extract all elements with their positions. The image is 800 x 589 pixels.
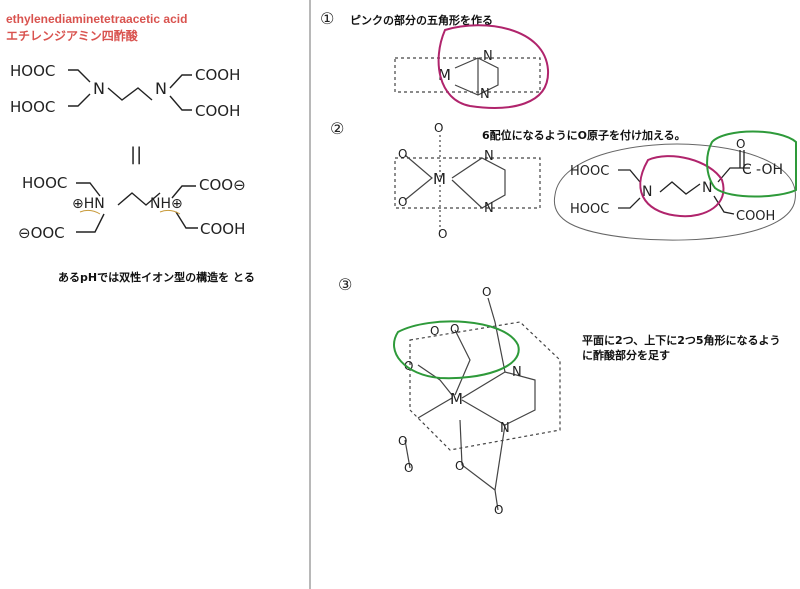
nitrogen-atom: N bbox=[702, 180, 712, 196]
hooc-bottom-left: HOOC bbox=[10, 98, 55, 116]
carbonyl bbox=[494, 489, 499, 511]
bond bbox=[487, 297, 506, 373]
carboxyl-carbon: C bbox=[742, 162, 752, 178]
coo-minus: COO⊖ bbox=[199, 176, 246, 194]
oxygen-atom: O bbox=[430, 324, 439, 338]
bond bbox=[68, 69, 91, 83]
hn-plus: ⊕HN bbox=[72, 196, 105, 212]
edta-zwitterion-structure bbox=[76, 182, 198, 233]
nitrogen-atom: N bbox=[484, 149, 494, 164]
step3-caption-line2: に酢酸部分を足す bbox=[582, 349, 670, 362]
step1-number: ① bbox=[320, 9, 334, 28]
nitrogen-atom: N bbox=[642, 184, 652, 200]
nitrogen-left: N bbox=[93, 79, 105, 98]
green-highlight-ring bbox=[706, 130, 797, 198]
bond bbox=[618, 197, 641, 209]
nitrogen-atom: N bbox=[484, 201, 494, 216]
bond bbox=[169, 95, 192, 111]
hooc-zwitter: HOOC bbox=[22, 174, 67, 192]
hooc-label: HOOC bbox=[570, 202, 609, 217]
bond bbox=[68, 93, 91, 107]
ethylene-bridge bbox=[107, 87, 153, 101]
nitrogen-atom: N bbox=[500, 421, 510, 436]
step1-caption: ピンクの部分の五角形を作る bbox=[350, 14, 493, 27]
minus-ooc: ⊖OOC bbox=[18, 224, 65, 242]
metal-atom: M bbox=[450, 390, 463, 408]
title-japanese: エチレンジアミン四酢酸 bbox=[6, 29, 138, 43]
bond bbox=[618, 169, 641, 183]
step2-caption: 6配位になるようにO原子を付け加える。 bbox=[482, 129, 686, 142]
oxygen-atom: O bbox=[482, 285, 491, 299]
step2-octahedron bbox=[394, 135, 541, 232]
step2-number: ② bbox=[330, 119, 344, 138]
highlight-squiggle bbox=[159, 209, 181, 215]
step1-diagram bbox=[394, 57, 541, 96]
oxygen-atom: O bbox=[455, 459, 464, 473]
zwitterion-caption: あるpHでは双性イオン型の構造を とる bbox=[58, 271, 255, 284]
hooc-top-left: HOOC bbox=[10, 62, 55, 80]
bond bbox=[404, 154, 433, 201]
oxygen-atom: O bbox=[434, 121, 443, 135]
edta-neutral-structure bbox=[68, 69, 192, 111]
pink-highlight-ring bbox=[639, 155, 725, 218]
step3-complex bbox=[404, 297, 561, 511]
bond bbox=[76, 213, 105, 233]
oxygen-atom: O bbox=[398, 195, 407, 209]
cooh-zwitter: COOH bbox=[200, 220, 245, 238]
ethylene-bridge bbox=[659, 181, 701, 195]
oxygen-atom: O bbox=[404, 461, 413, 475]
equals-sign: || bbox=[130, 144, 142, 165]
chelate-ring bbox=[461, 371, 536, 426]
pink-highlight-ring bbox=[437, 24, 550, 109]
bond bbox=[417, 397, 453, 419]
cooh-top-right: COOH bbox=[195, 66, 240, 84]
nitrogen-atom: N bbox=[512, 365, 522, 380]
hooc-label: HOOC bbox=[570, 164, 609, 179]
edta-outline bbox=[553, 143, 796, 241]
oxygen-atom: O bbox=[398, 147, 407, 161]
green-highlight-ring bbox=[393, 320, 520, 380]
bond bbox=[171, 185, 196, 199]
bond bbox=[717, 167, 750, 183]
cooh-label: COOH bbox=[736, 209, 775, 224]
oxygen-atom: O bbox=[450, 322, 459, 336]
cooh-bottom-right: COOH bbox=[195, 102, 240, 120]
oxygen-atom: O bbox=[438, 227, 447, 241]
step3-number: ③ bbox=[338, 275, 352, 294]
bond bbox=[417, 364, 453, 396]
bond bbox=[169, 74, 192, 89]
chelate-ring bbox=[454, 57, 499, 96]
nh-plus: NH⊕ bbox=[150, 196, 183, 212]
bond bbox=[454, 329, 471, 396]
oxygen-atom: O bbox=[398, 434, 407, 448]
nitrogen-atom: N bbox=[480, 87, 490, 102]
metal-atom: M bbox=[433, 170, 446, 188]
bond bbox=[713, 195, 735, 215]
oxygen-atom: O bbox=[736, 137, 745, 151]
oxygen-atom: O bbox=[494, 503, 503, 517]
bond bbox=[459, 419, 506, 492]
carbonyl bbox=[404, 439, 411, 469]
chelate-ring bbox=[451, 157, 506, 209]
highlight-squiggle bbox=[79, 209, 101, 215]
step3-caption-line1: 平面に2つ、上下に2つ5角形になるよう bbox=[582, 334, 781, 347]
coordination-plane bbox=[394, 57, 541, 93]
nitrogen-atom: N bbox=[483, 49, 493, 64]
oxygen-atom: O bbox=[404, 359, 413, 373]
bond bbox=[76, 182, 101, 197]
hydroxyl-group: -OH bbox=[756, 162, 783, 178]
nitrogen-right: N bbox=[155, 79, 167, 98]
coordination-plane bbox=[409, 321, 561, 451]
bond bbox=[175, 211, 198, 229]
coordination-plane bbox=[394, 157, 541, 209]
title-english: ethylenediaminetetraacetic acid bbox=[6, 12, 188, 26]
step2-edta bbox=[618, 150, 750, 215]
ethylene-bridge bbox=[117, 192, 161, 206]
